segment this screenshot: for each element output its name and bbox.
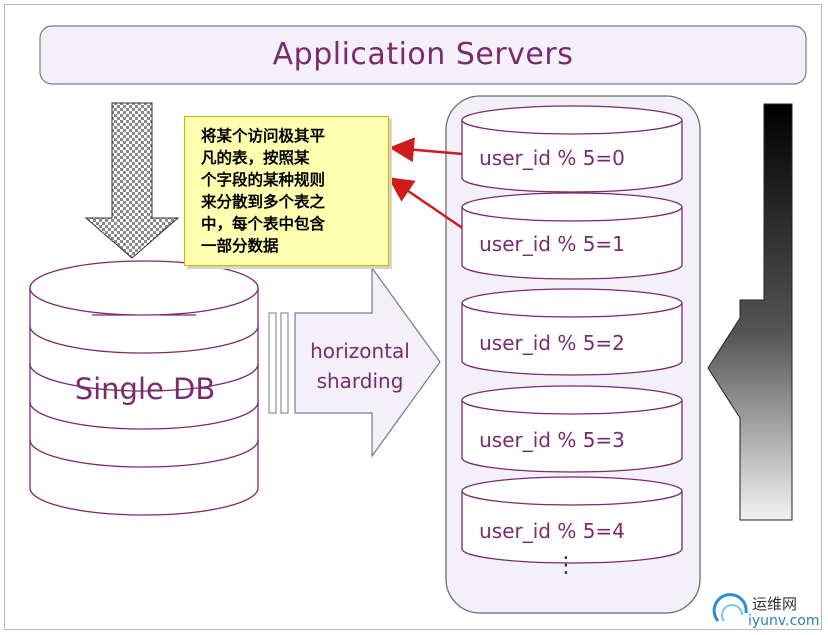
watermark-logo: 运维网 iyunv.com bbox=[712, 591, 822, 633]
gradient-side-arrow bbox=[707, 103, 793, 521]
shard-cylinder-2 bbox=[461, 288, 683, 376]
watermark-cn: 运维网 bbox=[752, 595, 798, 613]
arrow-tail-bar-1 bbox=[268, 312, 277, 414]
shard-label-1: user_id % 5=1 bbox=[479, 232, 625, 256]
shard-cylinders bbox=[461, 105, 683, 564]
more-shards-ellipsis: ⋮ bbox=[555, 553, 577, 578]
arrow-label-line: horizontal bbox=[310, 339, 410, 363]
annotation-note: 将某个访问极其平 凡的表，按照某 个字段的某种规则 来分散到多个表之 中，每个表… bbox=[184, 116, 389, 266]
app-servers-label: Application Servers bbox=[272, 36, 574, 72]
annotation-line: 中，每个表中包含 bbox=[201, 214, 326, 233]
single-db-label: Single DB bbox=[74, 372, 216, 406]
shard-cylinder-3 bbox=[461, 385, 683, 473]
watermark-en: iyunv.com bbox=[748, 613, 820, 629]
arrow-tail-bar-2 bbox=[280, 312, 289, 414]
annotation-line: 凡的表，按照某 bbox=[201, 148, 310, 167]
shard-cylinder-1 bbox=[461, 192, 683, 280]
single-db-cylinder bbox=[29, 260, 259, 516]
shard-label-0: user_id % 5=0 bbox=[479, 146, 625, 170]
annotation-line: 来分散到多个表之 bbox=[201, 192, 326, 211]
checker-down-arrow bbox=[84, 102, 180, 259]
horizontal-sharding-arrow bbox=[294, 266, 441, 458]
annotation-line: 将某个访问极其平 bbox=[201, 126, 326, 145]
shard-cylinder-0 bbox=[461, 105, 683, 193]
horizontal-sharding-label: horizontal sharding bbox=[300, 336, 420, 396]
shard-cylinder-4 bbox=[461, 476, 683, 564]
shard-label-4: user_id % 5=4 bbox=[479, 519, 625, 543]
annotation-line: 个字段的某种规则 bbox=[201, 170, 326, 189]
shard-label-3: user_id % 5=3 bbox=[479, 428, 625, 452]
shard-label-2: user_id % 5=2 bbox=[479, 331, 625, 355]
watermark-swirl-icon bbox=[712, 593, 748, 622]
app-servers-box bbox=[39, 25, 807, 85]
arrow-label-line: sharding bbox=[316, 369, 404, 393]
annotation-line: 一部分数据 bbox=[201, 236, 279, 255]
